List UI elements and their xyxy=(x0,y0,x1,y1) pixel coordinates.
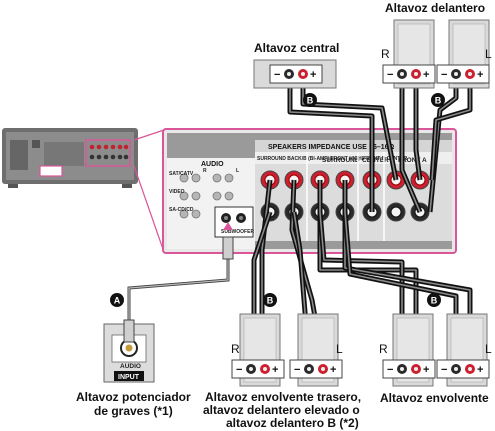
front-l-label: L xyxy=(485,47,492,61)
surround-r-terminals: −+ xyxy=(382,359,436,379)
panel-center-label: CENTER xyxy=(362,157,389,164)
panel-audio-r-label: R xyxy=(203,168,207,174)
minus-sign: − xyxy=(441,364,447,376)
front-r-terminals: −+ xyxy=(382,64,436,84)
minus-sign: − xyxy=(387,69,393,81)
center-speaker-label: Altavoz central xyxy=(254,41,339,55)
front-l-terminals: −+ xyxy=(436,64,490,84)
plus-sign: + xyxy=(310,69,316,81)
back-l-label: L xyxy=(336,342,343,356)
subwoofer-label-line1: Altavoz potenciador xyxy=(76,390,191,404)
speakers: −+−+−+−+−+−+−+ xyxy=(231,19,490,387)
panel-audio-label: AUDIO xyxy=(201,161,224,168)
badge-letter: B xyxy=(435,95,442,105)
panel-speakers-label: SPEAKERS IMPEDANCE USE : 6–16Ω xyxy=(268,144,395,151)
badge-letter: B xyxy=(267,295,274,305)
center-wire-negative xyxy=(287,74,375,212)
back-r-terminals: −+ xyxy=(231,359,285,379)
surround-speaker-label: Altavoz envolvente xyxy=(380,391,489,405)
subwoofer-input-label: INPUT xyxy=(118,374,140,381)
panel-sat-label: SAT/CATV xyxy=(169,171,194,177)
panel-audio-l-label: L xyxy=(236,168,239,174)
plus-sign: + xyxy=(477,69,483,81)
center-wire-positive xyxy=(300,74,399,181)
front-l-wire-positive xyxy=(429,74,473,181)
panel-subwoofer-out-label: SUBWOOFER OUT xyxy=(221,229,266,235)
badge-letter: B xyxy=(431,295,438,305)
back-r-label: R xyxy=(231,342,240,356)
minus-sign: − xyxy=(274,69,280,81)
badge-b-center: B xyxy=(303,93,317,107)
panel-front-label: FRONT A xyxy=(398,157,427,164)
badge-letter: B xyxy=(307,95,314,105)
badge-b-back: B xyxy=(263,293,277,307)
surround-l-label: L xyxy=(485,342,492,356)
panel-surround-label: SURROUND xyxy=(322,157,360,164)
front-r-wire-positive xyxy=(413,74,423,181)
plus-sign: + xyxy=(423,364,429,376)
subwoofer-audio-label: AUDIO xyxy=(120,363,141,370)
surround-r-wire-negative xyxy=(317,211,405,362)
back-l-terminals: −+ xyxy=(289,359,343,379)
minus-sign: − xyxy=(387,364,393,376)
front-r-wire-negative xyxy=(399,74,423,213)
minus-sign: − xyxy=(441,69,447,81)
panel-sacd-label: SA-CD/CD xyxy=(169,207,194,213)
front-r-label: R xyxy=(381,47,390,61)
plus-sign: + xyxy=(272,364,278,376)
plus-sign: + xyxy=(477,364,483,376)
front-speaker-label: Altavoz delantero xyxy=(385,1,485,15)
subwoofer: AUDIO INPUT xyxy=(103,222,234,383)
back-speaker-label-line2: altavoz delantero elevado o xyxy=(203,403,360,417)
badges: B B A B B xyxy=(110,93,445,307)
badge-a-subwoofer: A xyxy=(110,293,124,307)
back-speaker-label-line3: altavoz delantero B (*2) xyxy=(226,416,359,430)
badge-b-surround: B xyxy=(427,293,441,307)
panel-video-label: VIDEO xyxy=(169,189,185,195)
terminal-negative xyxy=(386,202,406,222)
badge-letter: A xyxy=(114,295,121,305)
plus-sign: + xyxy=(423,69,429,81)
subwoofer-label-line2: de graves (*1) xyxy=(94,404,173,418)
panel-surround-back-label: SURROUND BACK/B (BI-AMP)/FRONT HIGH/FRON… xyxy=(257,156,408,162)
receiver-unit xyxy=(2,128,165,253)
badge-b-front: B xyxy=(431,93,445,107)
back-speaker-label-line1: Altavoz envolvente trasero, xyxy=(205,390,361,404)
center-speaker-terminals: −+ xyxy=(269,64,323,84)
plus-sign: + xyxy=(330,364,336,376)
surround-r-label: R xyxy=(379,342,388,356)
minus-sign: − xyxy=(236,364,242,376)
minus-sign: − xyxy=(294,364,300,376)
surround-l-terminals: −+ xyxy=(436,359,490,379)
